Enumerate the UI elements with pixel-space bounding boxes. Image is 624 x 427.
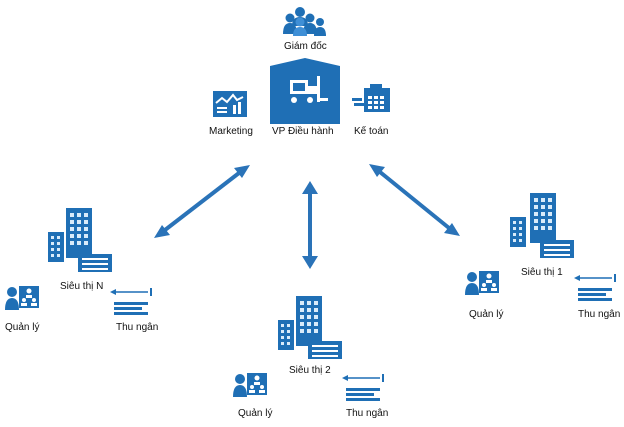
store-n-cashier-icon [109, 287, 153, 316]
marketing-chart-icon [213, 91, 247, 117]
store-1-cashier-label: Thu ngân [578, 309, 621, 320]
store-n-cashier-label: Thu ngân [116, 322, 159, 333]
marketing-label: Marketing [209, 126, 253, 137]
arrow-to-store-1 [369, 164, 460, 236]
vp-label: VP Điều hành [272, 126, 334, 137]
store-1-name: Siêu thị 1 [521, 267, 563, 278]
store-1-building-icon [510, 193, 574, 258]
store-2-cashier-icon [341, 373, 385, 402]
director-icon [283, 7, 326, 36]
director-label: Giám đốc [284, 41, 327, 52]
store-n-manager-icon [5, 286, 39, 310]
arrow-to-store-2 [302, 181, 318, 269]
store-n-building-icon [48, 208, 112, 272]
store-n-manager-label: Quản lý [5, 322, 40, 333]
store-1-manager-label: Quản lý [469, 309, 504, 320]
store-1-manager-icon [465, 271, 499, 295]
store-2-name: Siêu thị 2 [289, 365, 331, 376]
arrow-to-store-n [154, 165, 250, 238]
accounting-calculator-icon [352, 84, 390, 112]
store-2-manager-icon [233, 373, 267, 397]
accounting-label: Kế toán [354, 126, 389, 137]
store-1-cashier-icon [573, 273, 617, 302]
store-2-cashier-label: Thu ngân [346, 408, 389, 419]
store-n-name: Siêu thị N [60, 281, 104, 292]
store-2-building-icon [278, 296, 342, 359]
store-2-manager-label: Quản lý [238, 408, 273, 419]
vp-building-icon [270, 58, 340, 124]
